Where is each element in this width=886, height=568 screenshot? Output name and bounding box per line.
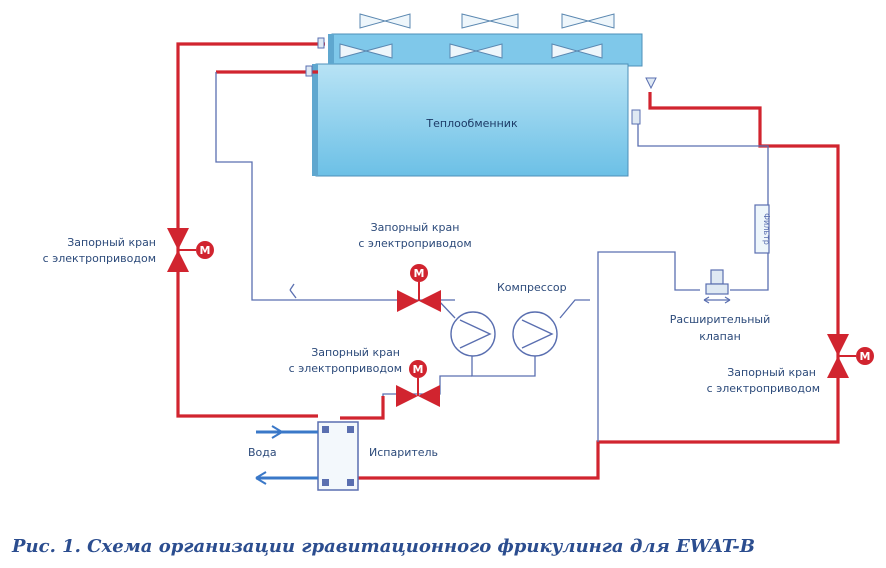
valve-left: M [167, 228, 214, 272]
compressor-icon [450, 311, 496, 357]
expansion-valve-label-line-1: Расширительный [670, 313, 770, 326]
water-lines [255, 425, 318, 485]
motor-icon [409, 360, 427, 378]
motor-icon [196, 241, 214, 259]
fan-icon [359, 13, 411, 29]
evaporator [317, 421, 359, 491]
valve-middle-motor: M [413, 363, 424, 376]
heat-exchanger: Теплообменник [312, 33, 643, 177]
valve-left-label-line-1: Запорный кран [67, 236, 156, 249]
valve-left-label-line-2: с электроприводом [43, 252, 156, 265]
expansion-valve [703, 269, 731, 304]
compressors [450, 311, 558, 357]
freecooling-diagram: Теплообменник [43, 13, 874, 491]
compressor-icon [512, 311, 558, 357]
fan-icon [461, 13, 519, 29]
compressor-label: Компрессор [497, 281, 567, 294]
fan-icon [449, 43, 503, 59]
motor-icon [410, 264, 428, 282]
blue-pipes [215, 72, 769, 442]
heat-exchanger-label: Теплообменник [425, 117, 518, 130]
fan-icon [339, 43, 393, 59]
valve-top-label-line-1: Запорный кран [371, 221, 460, 234]
valve-top-motor: M [414, 267, 425, 280]
valve-right-motor: M [860, 350, 871, 363]
filter-label: Фильтр [762, 213, 771, 245]
fan-icon [561, 13, 615, 29]
valve-right-label-line-2: с электроприводом [707, 382, 820, 395]
fan-icon [551, 43, 603, 59]
valve-top: M [397, 264, 441, 312]
valve-right-label-line-1: Запорный кран [727, 366, 816, 379]
valve-left-motor: M [200, 244, 211, 257]
filter: Фильтр [754, 204, 771, 254]
valve-top-label-line-2: с электроприводом [358, 237, 471, 250]
expansion-valve-label-line-2: клапан [699, 330, 741, 343]
hx-connectors [305, 37, 657, 125]
valve-right: M [827, 334, 874, 378]
valve-middle: M [396, 360, 440, 407]
valve-middle-label-line-1: Запорный кран [311, 346, 400, 359]
valve-middle-label-line-2: с электроприводом [289, 362, 402, 375]
water-label: Вода [248, 446, 277, 459]
evaporator-label: Испаритель [369, 446, 438, 459]
fans [339, 13, 615, 59]
figure-caption: Рис. 1. Схема организации гравитационног… [12, 536, 755, 557]
motor-icon [856, 347, 874, 365]
